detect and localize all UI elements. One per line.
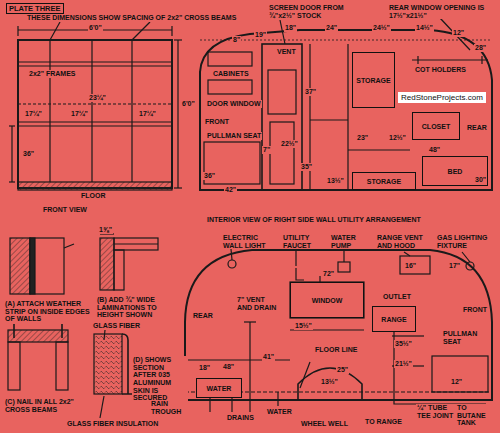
part-label: 13½" (326, 177, 345, 185)
part-label: PULLMAN SEAT (442, 330, 488, 345)
part-label: THESE DIMENSIONS SHOW SPACING OF 2x2" CR… (26, 14, 237, 22)
compartment-box: CLOSET (412, 112, 460, 140)
watermark-box: RedStoneProjects.com (398, 92, 486, 103)
part-label: 12" (450, 378, 463, 386)
part-label: (D) SHOWS SECTION AFTER 035 ALUMINUM SKI… (132, 356, 188, 402)
part-label: DOOR WINDOW (206, 100, 262, 108)
part-label: ¼" TUBE TEE JOINT (416, 404, 458, 419)
part-label: 16" (404, 262, 417, 270)
part-label: RANGE VENT AND HOOD (376, 234, 428, 249)
part-label: 17¼" (70, 110, 89, 118)
part-label: 17¼" (138, 110, 157, 118)
part-label: 25" (336, 366, 349, 374)
part-label: 48" (222, 363, 235, 371)
part-label: SCREEN DOOR FROM ¾"x2½" STOCK (268, 4, 365, 19)
part-label: 13½" (320, 378, 339, 386)
part-label: WHEEL WELL (300, 420, 349, 428)
part-label: 8" (232, 36, 241, 44)
part-label: 23¼" (88, 94, 107, 102)
plate-title: PLATE THREE (6, 3, 64, 14)
part-label: 15½" (294, 322, 313, 330)
part-label: 18" (198, 364, 211, 372)
part-label: REAR WINDOW OPENING IS 17½"x21½" (388, 4, 495, 19)
part-label: 17" (448, 262, 461, 270)
part-label: GAS LIGHTING FIXTURE (436, 234, 493, 249)
part-label: INTERIOR VIEW OF RIGHT SIDE WALL UTILITY… (206, 216, 422, 224)
part-label: OUTLET (382, 293, 412, 301)
part-label: TO BUTANE TANK (456, 404, 496, 427)
part-label: FRONT VIEW (42, 206, 88, 214)
part-label: (A) ATTACH WEATHER STRIP ON INSIDE EDGES… (4, 300, 94, 323)
part-label: COT HOLDERS (414, 66, 467, 74)
compartment-box: WATER (196, 378, 242, 398)
part-label: 24" (325, 24, 338, 32)
part-label: 36" (22, 150, 35, 158)
part-label: 22½" (280, 140, 299, 148)
part-label: (C) NAIL IN ALL 2x2" CROSS BEAMS (4, 398, 86, 413)
part-label: 42" (224, 186, 237, 194)
part-label: REAR (192, 312, 214, 320)
compartment-label: BED (448, 168, 463, 175)
part-label: 48" (428, 146, 441, 154)
compartment-label: STORAGE (356, 77, 391, 84)
part-label: CABINETS (212, 70, 250, 78)
part-label: 2x2" FRAMES (28, 70, 77, 78)
part-label: 7" VENT AND DRAIN (236, 296, 282, 311)
part-label: 19" (254, 31, 267, 39)
part-label: REAR (466, 124, 488, 132)
part-label: PULLMAN SEAT (206, 132, 262, 140)
part-label: 28" (474, 44, 487, 52)
part-label: TO RANGE (364, 418, 403, 426)
part-label: 17¼" (24, 110, 43, 118)
part-label: 1⅝" (98, 226, 113, 234)
part-label: 18" (284, 24, 297, 32)
compartment-label: RedStoneProjects.com (401, 93, 483, 102)
part-label: FLOOR LINE (314, 346, 358, 354)
part-label: 37" (304, 88, 317, 96)
part-label: 36" (203, 172, 216, 180)
compartment-label: CLOSET (422, 123, 450, 130)
part-label: 41" (262, 353, 275, 361)
part-label: ELECTRIC WALL LIGHT (222, 234, 274, 249)
part-label: GLASS FIBER INSULATION (66, 420, 159, 428)
compartment-label: STORAGE (367, 178, 402, 185)
part-label: 72" (322, 270, 335, 278)
part-label: 12½" (388, 134, 407, 142)
part-label: FRONT (204, 118, 230, 126)
compartment-box: WINDOW (290, 282, 364, 318)
part-label: 30" (474, 176, 487, 184)
part-label: 35" (300, 163, 313, 171)
part-label: 35½" (394, 340, 413, 348)
part-label: FRONT (462, 306, 488, 314)
part-label: UTILITY FAUCET (282, 234, 324, 249)
compartment-box: STORAGE (352, 52, 395, 108)
compartment-box: STORAGE (352, 172, 416, 190)
part-label: 24½" (372, 24, 391, 32)
compartment-label: RANGE (381, 316, 406, 323)
part-label: DRAINS (226, 414, 255, 422)
part-label: WATER PUMP (330, 234, 372, 249)
part-label: GLASS FIBER (92, 322, 141, 330)
part-label: 7" (262, 146, 271, 154)
part-label: VENT (276, 48, 297, 56)
part-label: 12" (452, 29, 465, 37)
part-label: 21½" (394, 360, 413, 368)
part-label: (B) ADD ¾" WIDE LAMINATIONS TO HEIGHT SH… (96, 296, 182, 319)
part-label: 6'0" (181, 100, 196, 108)
part-label: FLOOR (80, 192, 107, 200)
part-label: 23" (356, 134, 369, 142)
part-label: RAIN TROUGH (150, 400, 184, 415)
part-label: 6'0" (88, 24, 103, 32)
compartment-label: WINDOW (312, 297, 343, 304)
compartment-box: RANGE (372, 306, 416, 332)
compartment-label: WATER (207, 385, 232, 392)
part-label: WATER (266, 408, 293, 416)
part-label: 14½" (415, 24, 434, 32)
